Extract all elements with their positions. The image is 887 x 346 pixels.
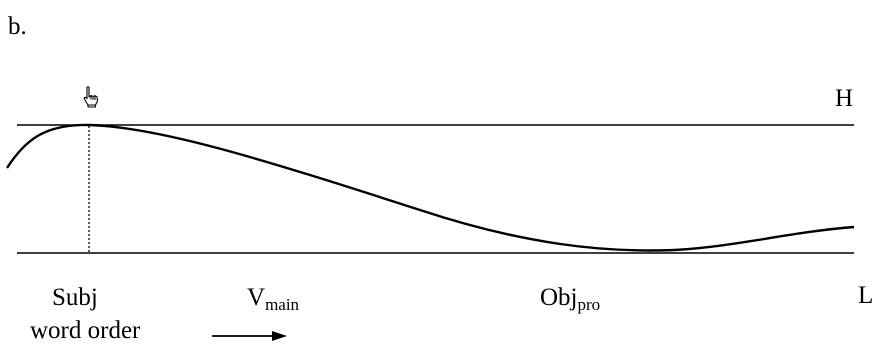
word-order-label: word order	[30, 317, 141, 344]
verb-label: Vmain	[247, 284, 299, 313]
pointing-hand-icon	[83, 86, 99, 108]
high-level-label: H	[835, 85, 854, 112]
verb-label-base: V	[247, 284, 266, 311]
word-order-arrow	[212, 331, 287, 341]
panel-label: b.	[8, 13, 27, 40]
obj-label-sub: pro	[577, 295, 601, 314]
verb-label-sub: main	[265, 295, 300, 314]
obj-label-base: Obj	[540, 284, 578, 311]
low-level-label: L	[858, 282, 874, 309]
pitch-contour-curve	[5, 123, 855, 252]
subj-label: Subj	[52, 284, 98, 311]
obj-label: Objpro	[540, 284, 600, 313]
